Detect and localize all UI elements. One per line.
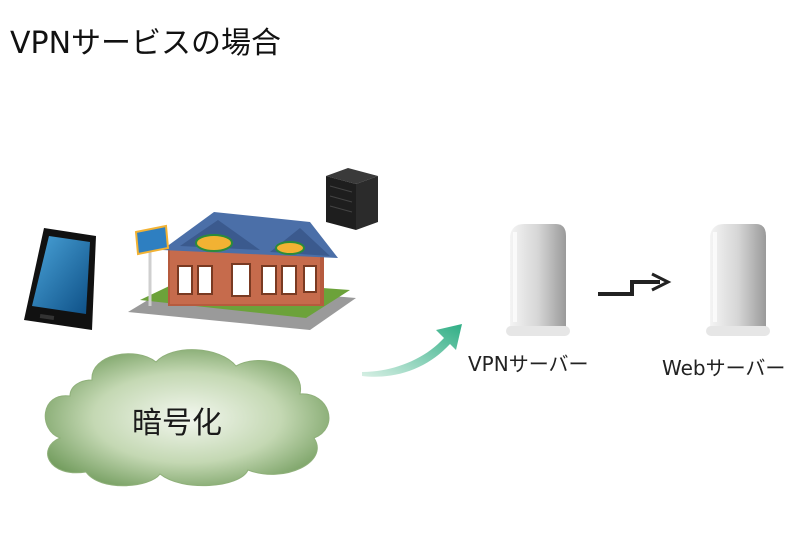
page-title: VPNサービスの場合 [10, 26, 282, 61]
cloud-icon [44, 349, 330, 487]
router-icon [326, 168, 378, 230]
arrow-icon [362, 324, 462, 377]
smartphone-icon [24, 228, 96, 330]
shop-icon [128, 212, 356, 330]
vpn-server-label: VPNサーバー [468, 352, 589, 376]
web-server-label: Webサーバー [662, 356, 786, 380]
cloud-label: 暗号化 [132, 406, 222, 441]
connection-arrow-icon [598, 272, 672, 296]
server-icon [506, 224, 570, 336]
server-icon [706, 224, 770, 336]
